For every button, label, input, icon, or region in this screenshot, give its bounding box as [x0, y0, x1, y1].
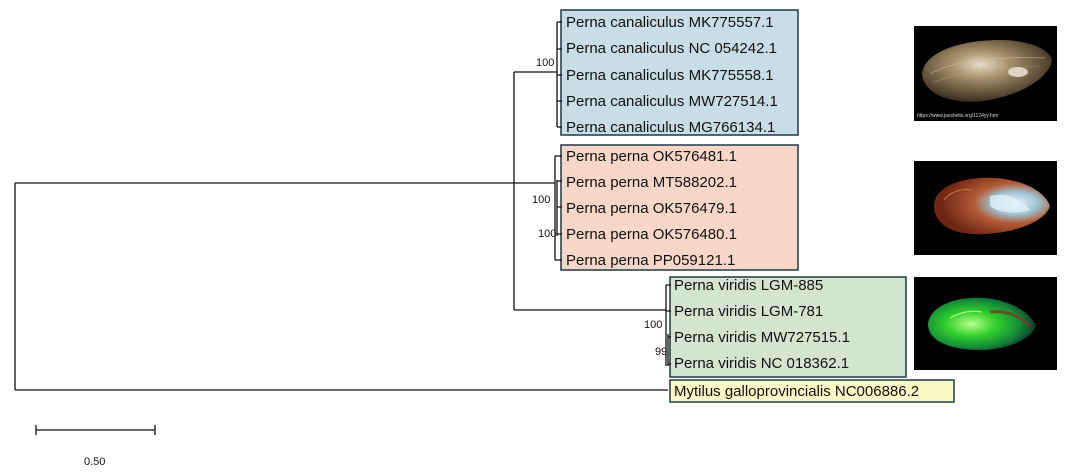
support-value: 99 — [655, 346, 667, 358]
perna-tips — [555, 155, 562, 261]
taxon-labels-canaliculus: Perna canaliculus MK775557.1 Perna canal… — [566, 14, 778, 136]
taxon-label: Perna perna OK576479.1 — [566, 200, 737, 217]
taxon-label: Perna canaliculus MG766134.1 — [566, 119, 775, 136]
taxon-label: Perna viridis LGM-885 — [674, 277, 823, 294]
taxon-label: Perna viridis NC 018362.1 — [674, 355, 849, 372]
canaliculus-tips — [557, 21, 562, 128]
scale-bar: 0.50 — [35, 425, 156, 468]
clade-box-perna — [560, 144, 799, 271]
support-value: 100 — [532, 194, 550, 206]
red-mussel-shell-photo — [914, 161, 1057, 255]
taxon-labels-perna: Perna perna OK576481.1 Perna perna MT588… — [566, 148, 737, 269]
support-value: 100 — [538, 228, 556, 240]
support-value: 100 — [644, 319, 662, 331]
green-mussel-shell-photo — [914, 277, 1057, 370]
taxon-label: Perna canaliculus NC 054242.1 — [566, 40, 777, 57]
clade-box-outgroup — [669, 379, 955, 403]
taxon-label: Perna canaliculus MK775558.1 — [566, 67, 774, 84]
photo-credit: https://www.jaxshells.org/1124yy.htm — [917, 113, 998, 119]
clade-box-viridis — [669, 276, 907, 378]
taxon-labels-viridis: Perna viridis LGM-885 Perna viridis LGM-… — [674, 277, 850, 372]
support-value: 100 — [536, 57, 554, 69]
taxon-label: Perna viridis MW727515.1 — [674, 329, 850, 346]
outgroup-label: Mytilus galloprovincialis NC006886.2 — [674, 383, 919, 400]
taxon-label: Perna viridis LGM-781 — [674, 303, 823, 320]
clade-box-canaliculus — [560, 9, 799, 136]
taxon-label: Perna perna OK576481.1 — [566, 148, 737, 165]
scale-bar-label: 0.50 — [84, 456, 105, 468]
taxon-label: Perna canaliculus MW727514.1 — [566, 93, 778, 110]
taxon-label: Perna perna MT588202.1 — [566, 174, 737, 191]
taxon-label: Perna perna OK576480.1 — [566, 226, 737, 243]
viridis-tips — [666, 284, 671, 365]
tree-branches — [14, 21, 671, 391]
taxon-label: Perna perna PP059121.1 — [566, 252, 735, 269]
taxon-label: Perna canaliculus MK775557.1 — [566, 14, 774, 31]
brown-mussel-shell-photo: https://www.jaxshells.org/1124yy.htm — [914, 26, 1057, 121]
